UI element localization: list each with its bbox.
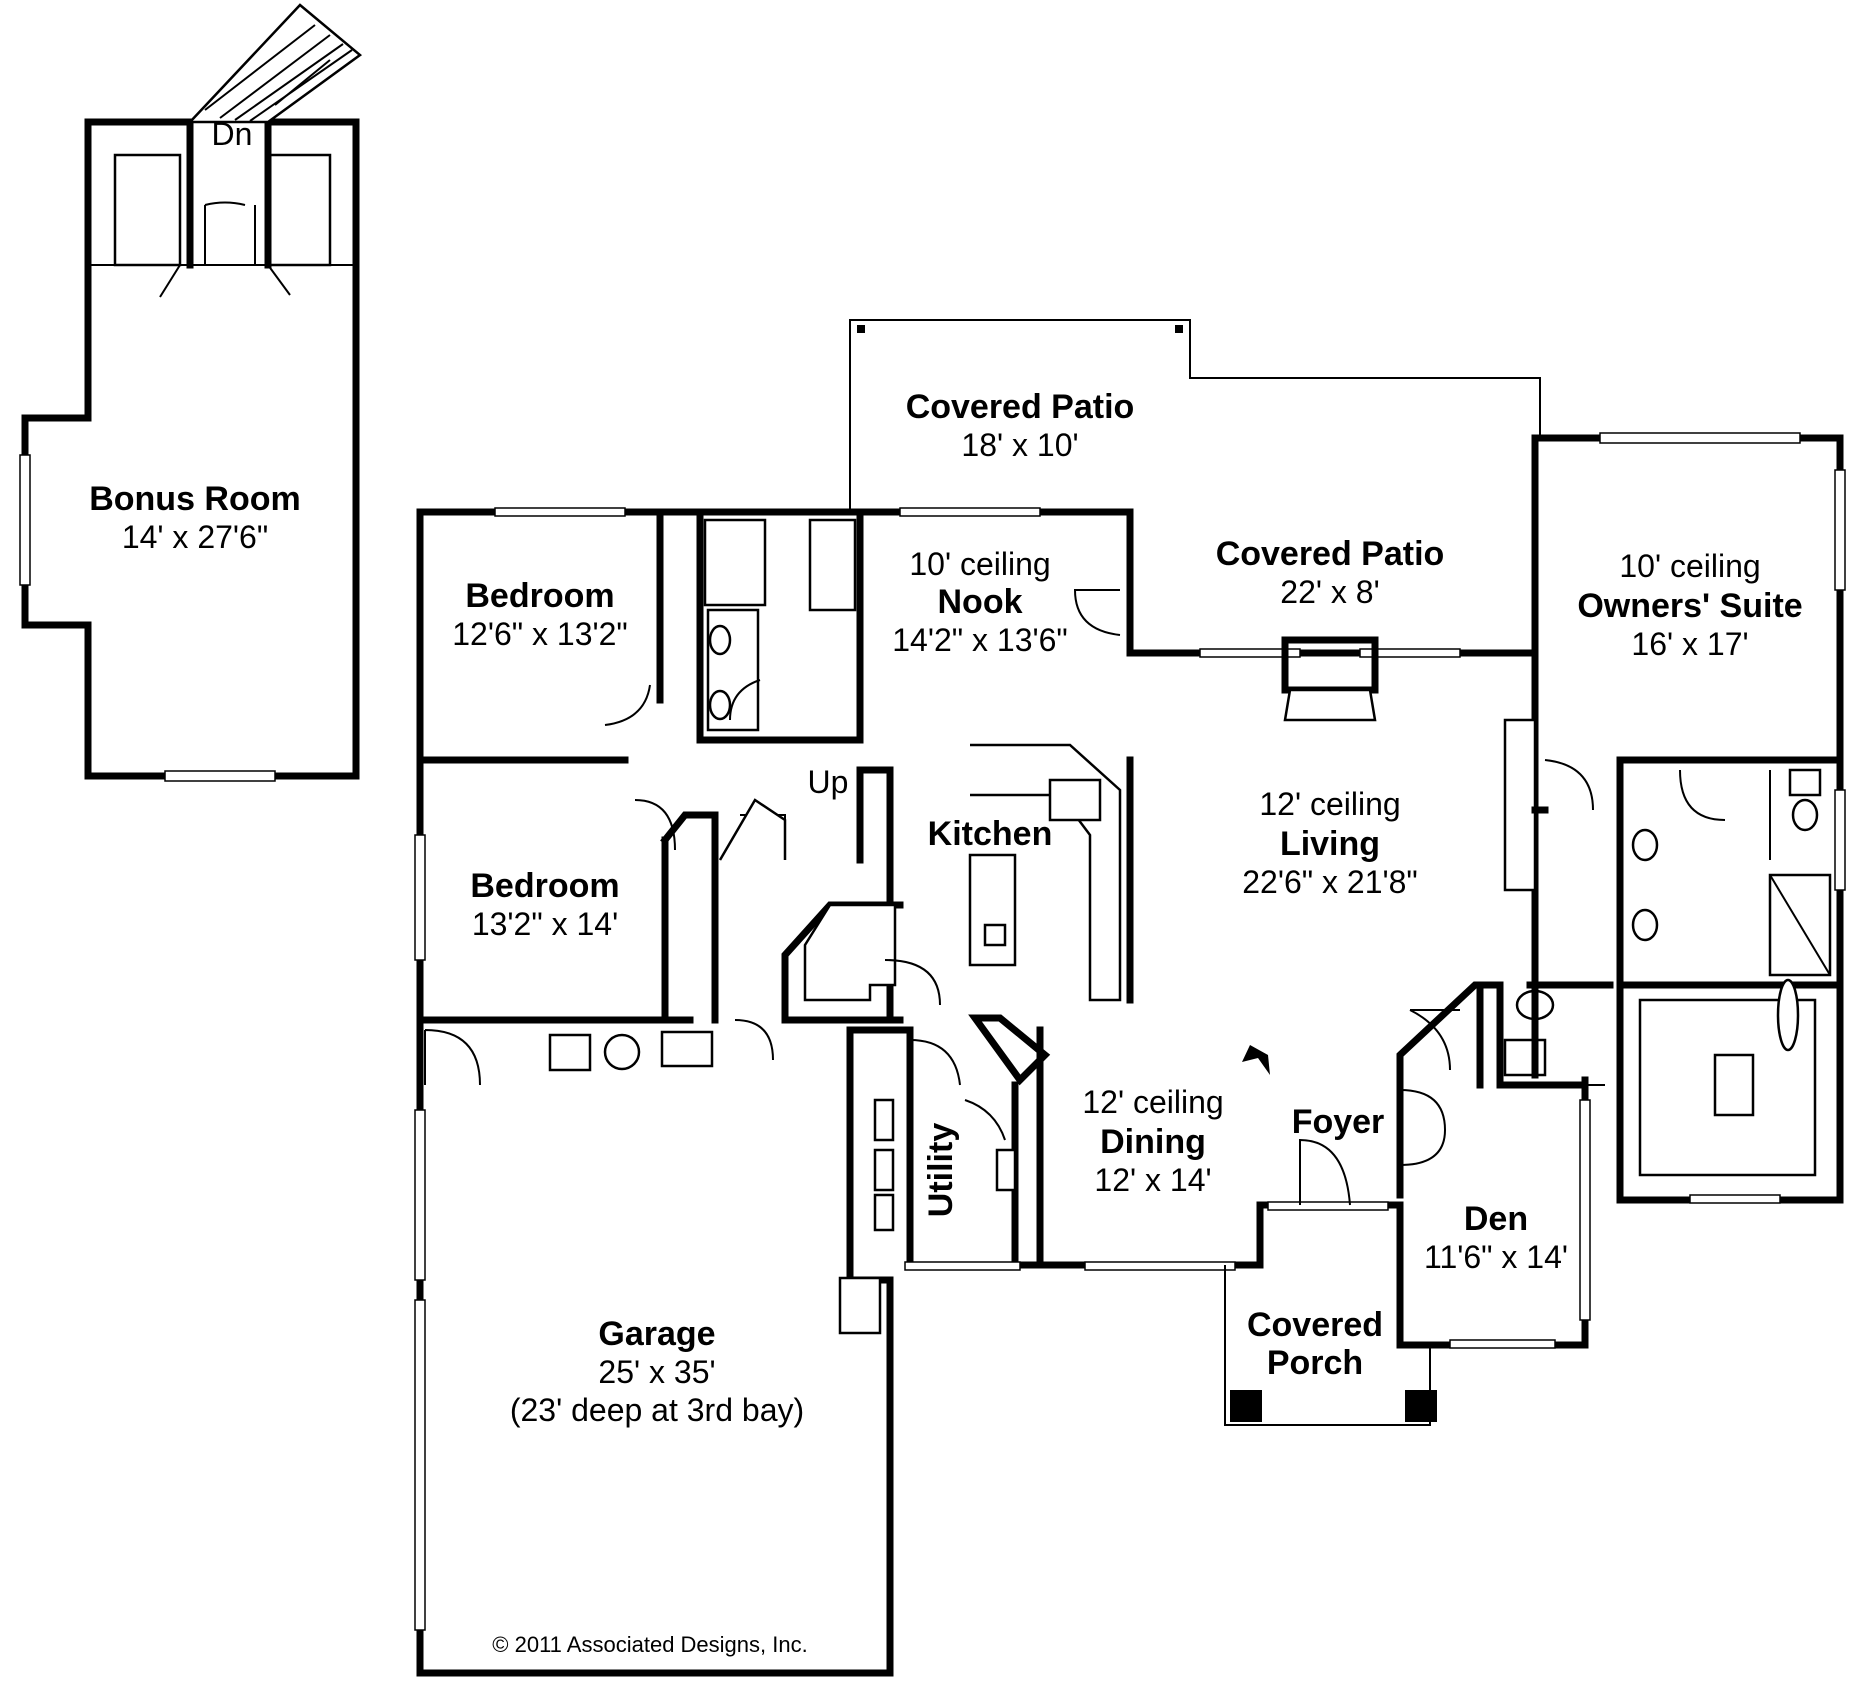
kitchen-name: Kitchen <box>928 815 1053 853</box>
utility-name: Utility <box>922 1123 960 1218</box>
dining-ceiling: 12' ceiling <box>1082 1084 1223 1120</box>
foyer-name: Foyer <box>1292 1103 1385 1141</box>
dining-size: 12' x 14' <box>1094 1162 1211 1198</box>
den-name: Den <box>1464 1200 1528 1238</box>
bedroom1-name: Bedroom <box>465 577 614 615</box>
dining-name: Dining <box>1100 1123 1206 1161</box>
living-name: Living <box>1280 825 1380 863</box>
garage-size: 25' x 35' <box>598 1354 715 1390</box>
owners-suite-size: 16' x 17' <box>1631 626 1748 662</box>
nook-ceiling: 10' ceiling <box>909 546 1050 582</box>
patio1-name: Covered Patio <box>906 388 1135 426</box>
bonus-stair <box>187 3 363 124</box>
stair-up-label: Up <box>808 764 849 800</box>
patio2-size: 22' x 8' <box>1280 574 1379 610</box>
bonus-room-size: 14' x 27'6" <box>122 519 268 555</box>
bonus-room-walls <box>19 118 360 782</box>
living-ceiling: 12' ceiling <box>1259 786 1400 822</box>
porch-name-line1: Covered <box>1247 1306 1383 1344</box>
nook-name: Nook <box>938 583 1023 621</box>
room-labels: Bonus Room 14' x 27'6" Dn Covered Patio … <box>89 116 1802 1657</box>
nook-size: 14'2" x 13'6" <box>892 622 1068 658</box>
owners-suite-name: Owners' Suite <box>1577 587 1802 625</box>
garage-note: (23' deep at 3rd bay) <box>510 1392 804 1428</box>
bedroom2-name: Bedroom <box>470 867 619 905</box>
owners-suite-ceiling: 10' ceiling <box>1619 548 1760 584</box>
copyright-notice: © 2011 Associated Designs, Inc. <box>492 1632 807 1657</box>
garage-name: Garage <box>598 1315 715 1353</box>
stair-down-label: Dn <box>212 116 253 152</box>
porch-name-line2: Porch <box>1267 1344 1363 1382</box>
den-size: 11'6" x 14' <box>1424 1239 1568 1275</box>
bonus-room-name: Bonus Room <box>89 480 301 518</box>
bedroom1-size: 12'6" x 13'2" <box>452 616 628 652</box>
patio2-name: Covered Patio <box>1216 535 1445 573</box>
bedroom2-size: 13'2" x 14' <box>472 906 618 942</box>
main-floor-walls <box>414 319 1846 1677</box>
living-size: 22'6" x 21'8" <box>1242 864 1418 900</box>
patio1-size: 18' x 10' <box>961 427 1078 463</box>
